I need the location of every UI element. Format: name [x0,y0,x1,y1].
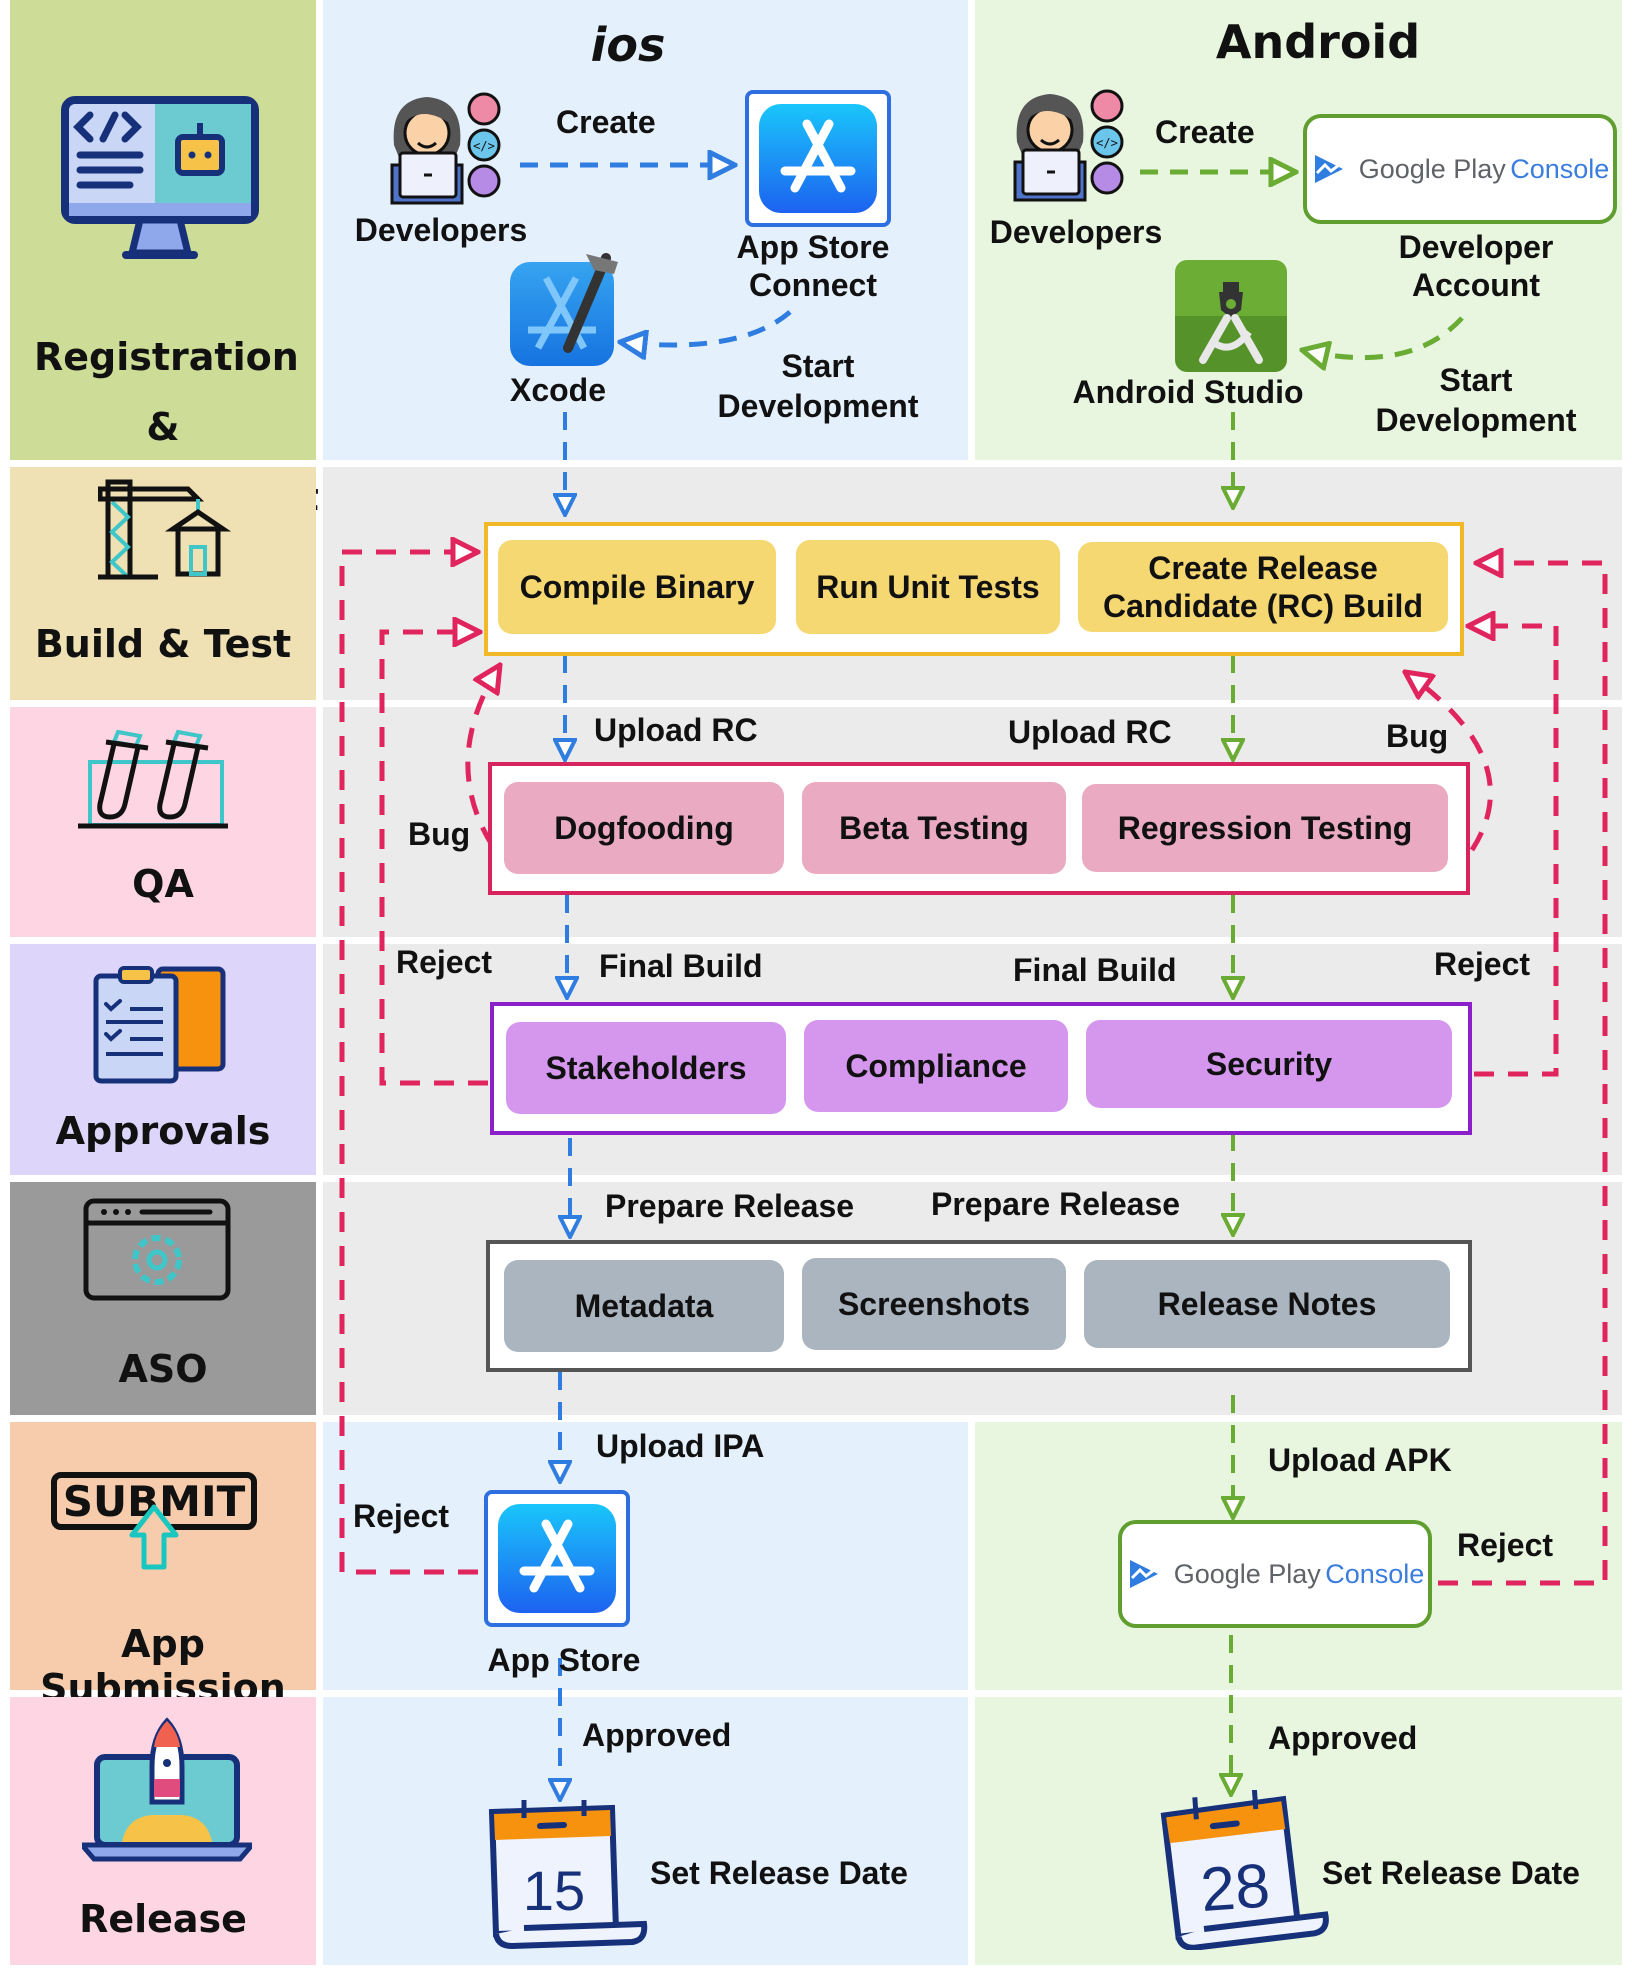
qa-bug-right-label: Bug [1386,718,1449,754]
svg-text:</>: </> [1096,136,1118,150]
aso-step-screenshots[interactable]: Screenshots [802,1258,1066,1350]
android-studio-label: Android Studio [1072,374,1304,410]
stage-approvals: Approvals [10,944,316,1175]
xcode-icon[interactable] [510,253,618,366]
build-step-run-unit-tests[interactable]: Run Unit Tests [796,540,1060,634]
gpc-console-text: Console [1325,1558,1425,1589]
aso-step-metadata[interactable]: Metadata [504,1260,784,1352]
android-create-label: Create [1155,114,1255,150]
qa-bug-left-label: Bug [408,816,471,852]
build-step-compile-binary[interactable]: Compile Binary [498,540,776,634]
stage-qa: QA [10,707,316,937]
ios-prepare-release-label: Prepare Release [605,1188,855,1224]
aso-group: Metadata Screenshots Release Notes [486,1240,1472,1372]
upload-apk-label: Upload APK [1268,1442,1452,1478]
build-test-group: Compile Binary Run Unit Tests Create Rel… [484,522,1464,656]
google-play-console-icon [1129,1560,1158,1588]
computer-code-icon [61,96,259,259]
android-studio-icon[interactable] [1175,260,1287,372]
stage-label: ASO [118,1347,208,1391]
ios-title: ios [590,18,666,72]
developer-account-label: Developer Account [1398,229,1554,303]
app-store-connect-icon[interactable] [745,90,891,227]
ios-start-development-label: Start Development [717,348,919,424]
android-reject-label: Reject [1457,1527,1554,1563]
android-set-release-date-label: Set Release Date [1322,1855,1580,1891]
android-developers-label: Developers [989,214,1163,250]
qa-step-beta-testing[interactable]: Beta Testing [802,782,1066,874]
ios-set-release-date-label: Set Release Date [650,1855,908,1891]
stage-release: Release [10,1697,316,1965]
crane-building-icon [98,479,232,580]
svg-text:</>: </> [473,139,495,153]
developer-icon: </> [390,92,501,205]
xcode-label: Xcode [509,372,607,408]
stage-build-test: Build & Test [10,467,316,700]
browser-gear-icon [83,1198,231,1301]
approval-step-security[interactable]: Security [1086,1020,1452,1108]
stage-label: Release [79,1897,247,1941]
approvals-reject-left-label: Reject [396,944,493,980]
android-approved-label: Approved [1268,1720,1418,1756]
ios-panel-top [323,0,968,460]
submit-button-icon: SUBMIT [51,1472,257,1570]
google-play-console-submission[interactable]: Google Play Console [1118,1520,1432,1628]
developer-icon: </> [1013,89,1124,202]
qa-step-regression-testing[interactable]: Regression Testing [1082,784,1448,872]
calendar-icon: 28 [1160,1790,1329,1950]
ios-approved-label: Approved [582,1717,732,1753]
clipboard-checklist-icon [93,966,226,1084]
test-tubes-icon [78,729,228,829]
upload-ipa-label: Upload IPA [596,1428,765,1464]
app-store-label: App Store [487,1642,641,1678]
build-step-create-rc-build[interactable]: Create Release Candidate (RC) Build [1078,542,1448,632]
stage-label: Approvals [55,1109,271,1153]
gpc-google-text: Google Play [1173,1558,1321,1589]
rocket-laptop-icon [82,1717,252,1862]
android-final-build-label: Final Build [1013,952,1177,988]
approval-step-compliance[interactable]: Compliance [804,1020,1068,1112]
calendar-day: 28 [1198,1851,1272,1925]
android-upload-rc-label: Upload RC [1008,714,1172,750]
approvals-group: Stakeholders Compliance Security [490,1002,1472,1135]
android-prepare-release-label: Prepare Release [931,1186,1181,1222]
stage-registration-development: Registration & Development [10,0,319,519]
ios-create-label: Create [556,104,656,140]
google-play-console-icon [1314,155,1343,183]
ios-reject-label: Reject [353,1498,450,1534]
qa-group: Dogfooding Beta Testing Regression Testi… [488,762,1470,895]
stage-label: Build & Test [34,622,292,666]
ios-upload-rc-label: Upload RC [594,712,758,748]
calendar-icon: 15 [488,1800,648,1950]
stage-aso: ASO [10,1182,316,1415]
android-start-development-label: Start Development [1375,362,1577,438]
stage-label: QA [132,862,194,906]
android-title: Android [1215,15,1421,69]
gpc-console-text: Console [1510,153,1610,184]
calendar-day: 15 [523,1859,585,1922]
ios-panel-release [323,1697,968,1965]
app-store-connect-label: App Store Connect [736,229,890,303]
app-store-icon[interactable] [484,1490,630,1627]
approval-step-stakeholders[interactable]: Stakeholders [506,1022,786,1114]
google-play-console-top[interactable]: Google Play Console [1303,114,1617,224]
ios-final-build-label: Final Build [599,948,763,984]
aso-step-release-notes[interactable]: Release Notes [1084,1260,1450,1348]
approvals-reject-right-label: Reject [1434,946,1531,982]
ios-developers-label: Developers [354,212,528,248]
gpc-google-text: Google Play [1358,153,1506,184]
qa-step-dogfooding[interactable]: Dogfooding [504,782,784,874]
android-panel-top [975,0,1622,460]
stage-app-submission: SUBMIT App Submission [10,1422,316,1710]
